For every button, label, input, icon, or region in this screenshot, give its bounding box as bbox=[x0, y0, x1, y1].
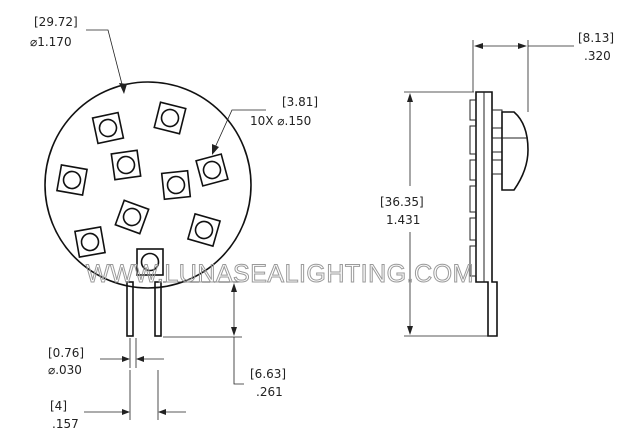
pin-spacing-imperial: .157 bbox=[52, 417, 79, 431]
height-metric: [36.35] bbox=[380, 195, 424, 209]
watermark-text: WWW.LUNASEALIGHTING.COM bbox=[86, 260, 474, 288]
pin-right bbox=[154, 281, 162, 337]
dimension-labels: [29.72] ⌀1.170 [3.81] 10X ⌀.150 [0.76] ⌀… bbox=[30, 15, 614, 431]
led-chip bbox=[56, 164, 88, 196]
diameter-imperial: ⌀1.170 bbox=[30, 35, 72, 49]
front-view bbox=[44, 29, 266, 420]
bi-pin-base bbox=[126, 281, 162, 337]
depth-imperial: .320 bbox=[584, 49, 611, 63]
height-imperial: 1.431 bbox=[386, 213, 420, 227]
pin-left bbox=[126, 281, 134, 337]
side-view bbox=[404, 40, 574, 337]
pin-spacing-metric: [4] bbox=[50, 399, 67, 413]
led-dome bbox=[501, 111, 529, 191]
led-chip bbox=[110, 149, 142, 181]
pin-dia-imperial: ⌀.030 bbox=[48, 363, 82, 377]
depth-metric: [8.13] bbox=[578, 31, 614, 45]
led-chip bbox=[91, 111, 125, 145]
pin-length-imperial: .261 bbox=[256, 385, 283, 399]
led-chip bbox=[195, 153, 229, 187]
led-chip bbox=[160, 169, 192, 201]
led-chip bbox=[74, 226, 106, 258]
led-chip bbox=[114, 199, 150, 235]
led-array bbox=[56, 101, 229, 276]
led-chip bbox=[187, 213, 221, 247]
diameter-metric: [29.72] bbox=[34, 15, 78, 29]
board-outline bbox=[44, 81, 252, 289]
led-metric: [3.81] bbox=[282, 95, 318, 109]
pin-dia-metric: [0.76] bbox=[48, 346, 84, 360]
board-side bbox=[475, 91, 498, 337]
led-imperial: 10X ⌀.150 bbox=[250, 114, 311, 128]
pin-length-metric: [6.63] bbox=[250, 367, 286, 381]
led-chip bbox=[153, 101, 187, 135]
